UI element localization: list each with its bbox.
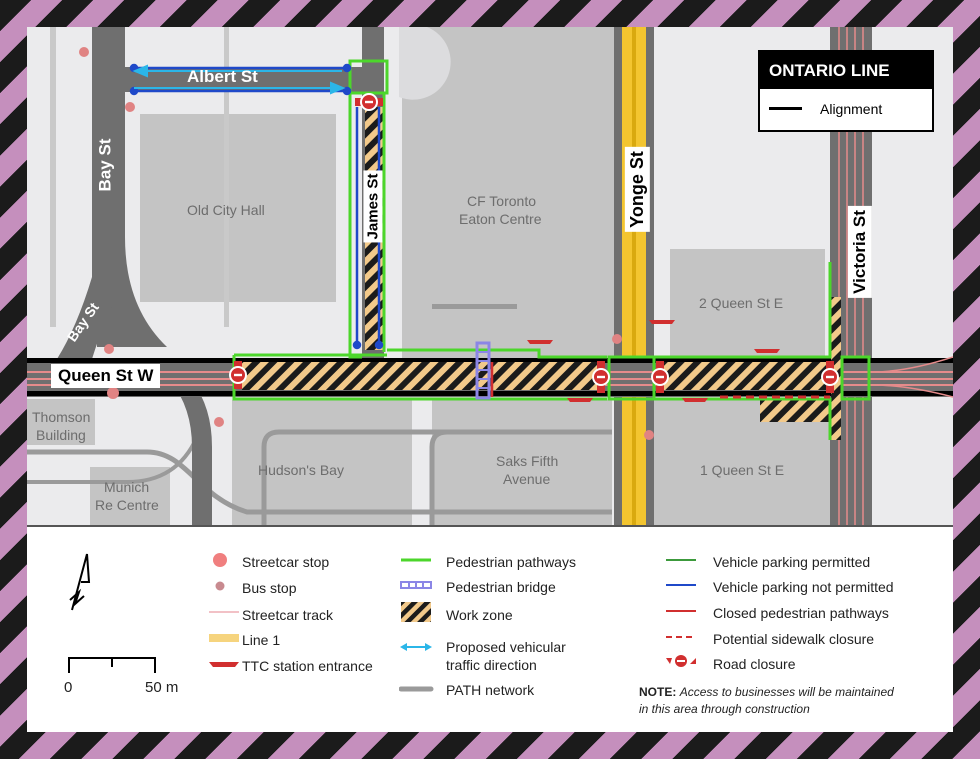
legend-pedestrian-pathways: Pedestrian pathways (446, 554, 576, 570)
building-thomson (27, 399, 95, 445)
building-old-city-hall (140, 114, 336, 302)
label-saks-2: Avenue (503, 471, 551, 487)
label-thomson-2: Building (36, 427, 86, 443)
north-arrow-icon (69, 553, 91, 611)
note-prefix: NOTE: (639, 685, 677, 699)
legend-pedestrian-bridge: Pedestrian bridge (446, 579, 556, 595)
label-thomson-1: Thomson (32, 409, 91, 425)
bus-stop-icon (215, 581, 225, 591)
label-hudsons-bay: Hudson's Bay (258, 462, 344, 478)
label-saks-1: Saks Fifth (496, 453, 559, 469)
map-panel: Albert St Bay St Bay St James St Yonge S… (27, 27, 953, 732)
legend-parking-not-permitted: Vehicle parking not permitted (713, 579, 894, 595)
label-old-city-hall: Old City Hall (187, 202, 265, 218)
ttc-entrances (527, 320, 780, 402)
legend-bus-stop: Bus stop (242, 580, 297, 596)
label-eaton-centre-2: Eaton Centre (459, 211, 542, 227)
label-yonge-st: Yonge St (624, 147, 650, 232)
legend: 0 50 m Streetcar stop Bus stop Streetcar… (27, 525, 953, 732)
legend-ttc-entrance: TTC station entrance (242, 658, 373, 674)
alignment-label: Alignment (820, 100, 883, 117)
note-text-2: in this area through construction (639, 702, 810, 716)
streetcar-stop-icon (213, 553, 227, 567)
alignment-line-icon (769, 107, 802, 110)
label-james-st: James St (363, 170, 383, 243)
label-albert-st: Albert St (187, 67, 258, 86)
ontario-line-legend: ONTARIO LINE Alignment (758, 50, 934, 132)
legend-closed-pathways: Closed pedestrian pathways (713, 605, 889, 621)
label-bay-st: Bay St (95, 138, 115, 192)
note-text: Access to businesses will be maintained (679, 685, 894, 699)
road-closure-icon (666, 655, 696, 667)
traffic-direction-icon (400, 643, 432, 651)
work-zone-icon (401, 602, 431, 622)
ontario-line-title: ONTARIO LINE (760, 52, 932, 89)
building-saks (432, 400, 612, 525)
legend-road-closure: Road closure (713, 656, 796, 672)
work-zone-queen-west (242, 362, 602, 390)
legend-traffic-direction-2: traffic direction (446, 657, 537, 673)
label-queen-st-w: Queen St W (51, 364, 161, 388)
building-2-queen-e (670, 249, 825, 364)
legend-path-network: PATH network (446, 682, 535, 698)
label-munich-1: Munich (104, 479, 150, 495)
map-canvas[interactable]: Albert St Bay St Bay St James St Yonge S… (27, 27, 953, 525)
label-1-queen-e: 1 Queen St E (700, 462, 785, 478)
work-zone-queen-east (662, 362, 832, 390)
legend-note-2: in this area through construction (639, 702, 810, 716)
bay-st-road (92, 27, 167, 347)
road-closures (229, 93, 839, 393)
scale-end: 50 m (145, 679, 179, 696)
legend-sidewalk-closure: Potential sidewalk closure (713, 631, 875, 647)
legend-streetcar-stop: Streetcar stop (242, 554, 330, 570)
legend-streetcar-track: Streetcar track (242, 607, 334, 623)
ttc-entrance-icon (209, 662, 239, 667)
label-2-queen-e: 2 Queen St E (699, 295, 784, 311)
label-victoria-st: Victoria St (847, 206, 872, 298)
legend-traffic-direction: Proposed vehicular (446, 639, 566, 655)
legend-parking-permitted: Vehicle parking permitted (713, 554, 871, 570)
line1-icon (209, 634, 239, 642)
scale-start: 0 (64, 679, 73, 696)
pedestrian-bridge (475, 341, 491, 400)
legend-work-zone: Work zone (446, 607, 513, 623)
scale-bar-icon (68, 657, 156, 673)
label-eaton-centre-1: CF Toronto (467, 193, 536, 209)
legend-line1: Line 1 (242, 632, 281, 648)
legend-note: NOTE: Access to businesses will be maint… (639, 685, 894, 699)
pedestrian-bridge-icon (400, 581, 432, 589)
label-munich-2: Re Centre (95, 497, 159, 513)
